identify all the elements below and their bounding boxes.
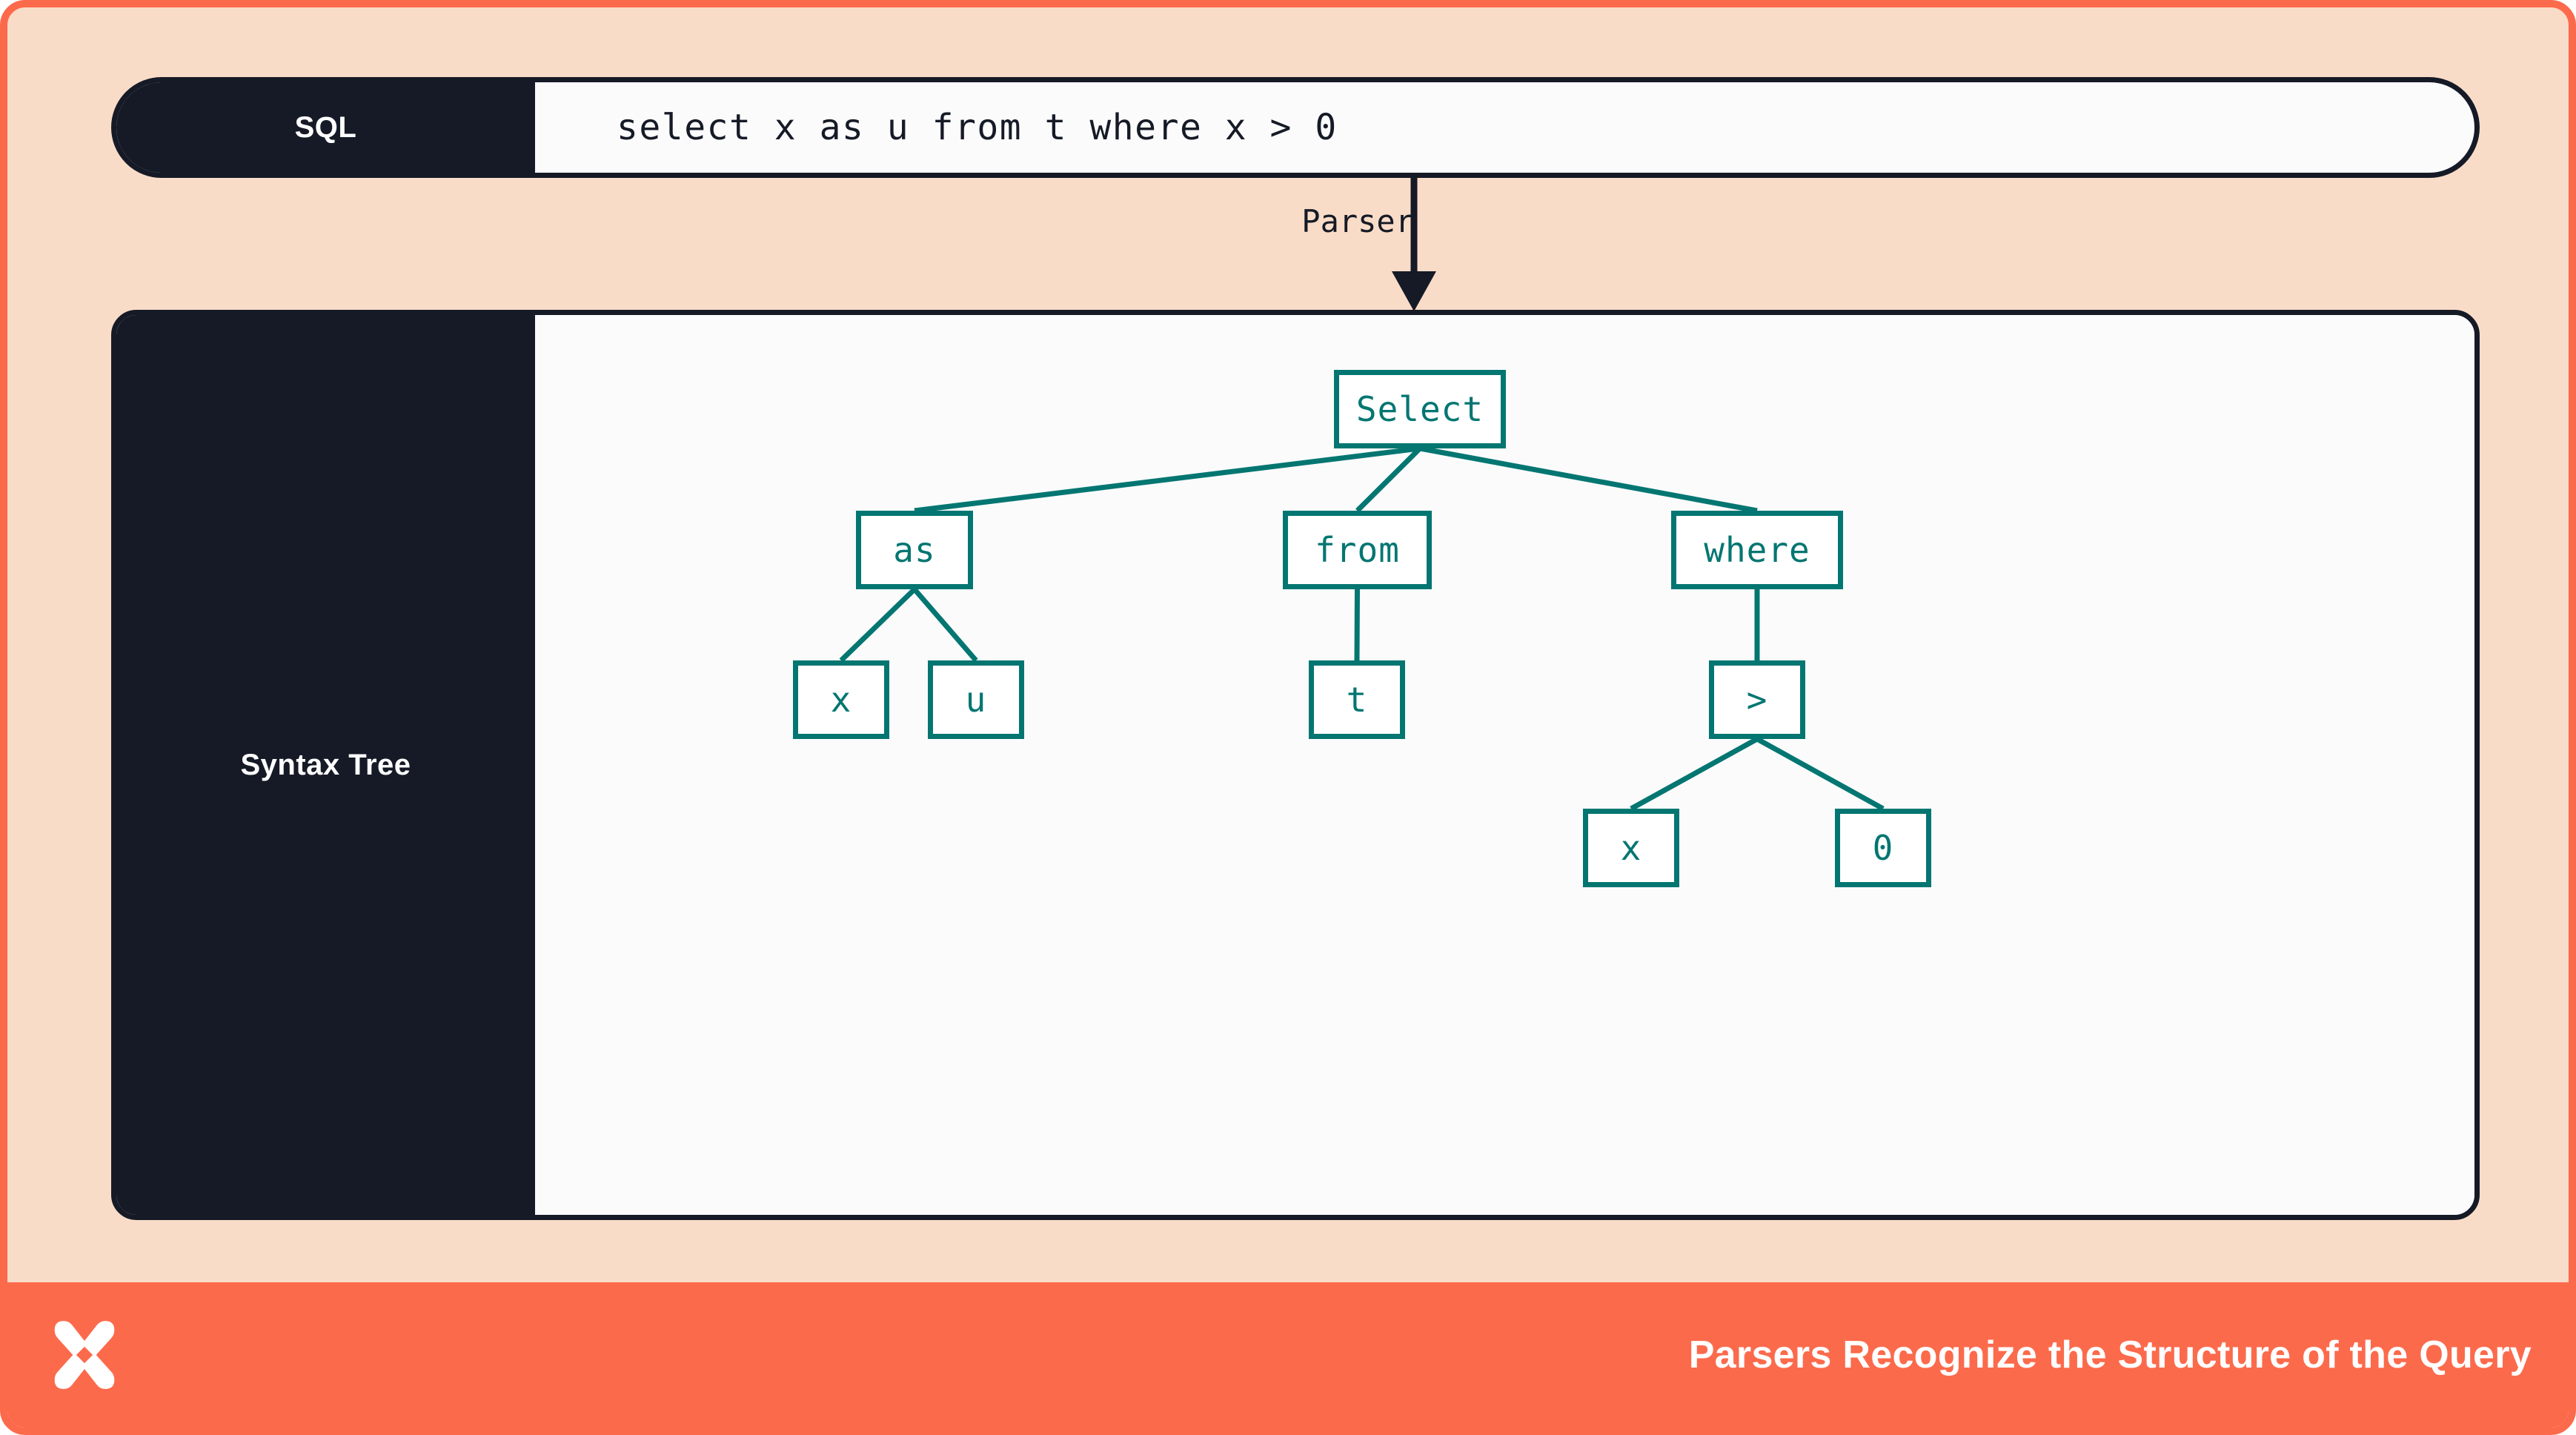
tree-edge-select-from (1355, 446, 1422, 513)
footer-bar: Parsers Recognize the Structure of the Q… (7, 1282, 2569, 1428)
sql-row-label: SQL (116, 82, 535, 173)
parser-arrow-label: Parser (1301, 203, 1414, 239)
tree-node-gt[interactable]: > (1709, 660, 1805, 739)
tree-node-select[interactable]: Select (1334, 370, 1506, 448)
x-mark-logo-icon (54, 1321, 115, 1389)
tree-edge-select-where (1419, 445, 1758, 514)
tree-node-t[interactable]: t (1309, 660, 1405, 739)
tree-node-as[interactable]: as (856, 511, 973, 589)
tree-edge-gt-zero (1756, 736, 1885, 812)
sql-query-text[interactable]: select x as u from t where x > 0 (617, 107, 1338, 148)
footer-caption: Parsers Recognize the Structure of the Q… (1688, 1333, 2532, 1376)
tree-edge-as-u (912, 587, 978, 663)
tree-node-zero[interactable]: 0 (1835, 809, 1931, 887)
tree-node-from[interactable]: from (1283, 511, 1432, 589)
sql-row: SQL select x as u from t where x > 0 (111, 77, 2480, 178)
tree-edge-from-t (1354, 589, 1360, 661)
syntax-tree-label: Syntax Tree (116, 315, 535, 1215)
tree-edges (839, 445, 1885, 812)
tree-edge-select-as (914, 445, 1421, 514)
arrow-down-icon (1392, 176, 1436, 311)
tree-node-x1[interactable]: x (793, 660, 889, 739)
tree-node-where[interactable]: where (1671, 511, 1843, 589)
tree-edge-gt-x2 (1630, 736, 1759, 812)
tree-node-x2[interactable]: x (1583, 809, 1679, 887)
tree-node-u[interactable]: u (928, 660, 1024, 739)
parser-arrow-group: Parser (1267, 176, 1579, 314)
tree-edge-as-x1 (839, 587, 917, 663)
